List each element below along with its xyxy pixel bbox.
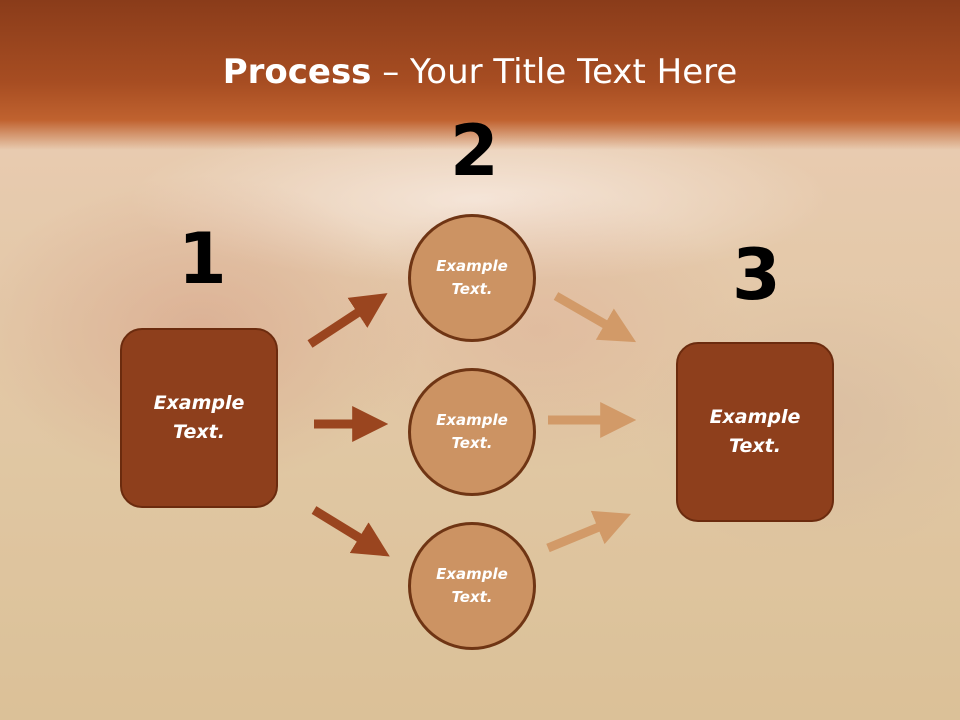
step-number-3: 3 (732, 234, 781, 316)
box-right[interactable]: Example Text. (676, 342, 834, 522)
box-right-label: Example Text. (709, 406, 801, 457)
circle-middle-label: Example Text. (436, 411, 508, 452)
box-left[interactable]: Example Text. (120, 328, 278, 508)
step-number-2: 2 (450, 110, 499, 192)
arrow-left-to-bottom (311, 506, 390, 557)
circle-bottom-label: Example Text. (436, 565, 508, 606)
slide-title: Process – Your Title Text Here (0, 52, 960, 92)
arrow-left-to-top (307, 293, 388, 348)
circle-top[interactable]: Example Text. (408, 214, 536, 342)
step-number-1: 1 (178, 218, 227, 300)
title-rest: – Your Title Text Here (371, 52, 738, 92)
header-band (0, 0, 960, 150)
circle-middle[interactable]: Example Text. (408, 368, 536, 496)
title-bold: Process (222, 52, 372, 92)
box-left-label: Example Text. (153, 392, 245, 443)
arrow-bottom-to-right (546, 510, 631, 553)
circle-bottom[interactable]: Example Text. (408, 522, 536, 650)
circle-top-label: Example Text. (436, 257, 508, 298)
arrow-top-to-right (553, 292, 637, 343)
